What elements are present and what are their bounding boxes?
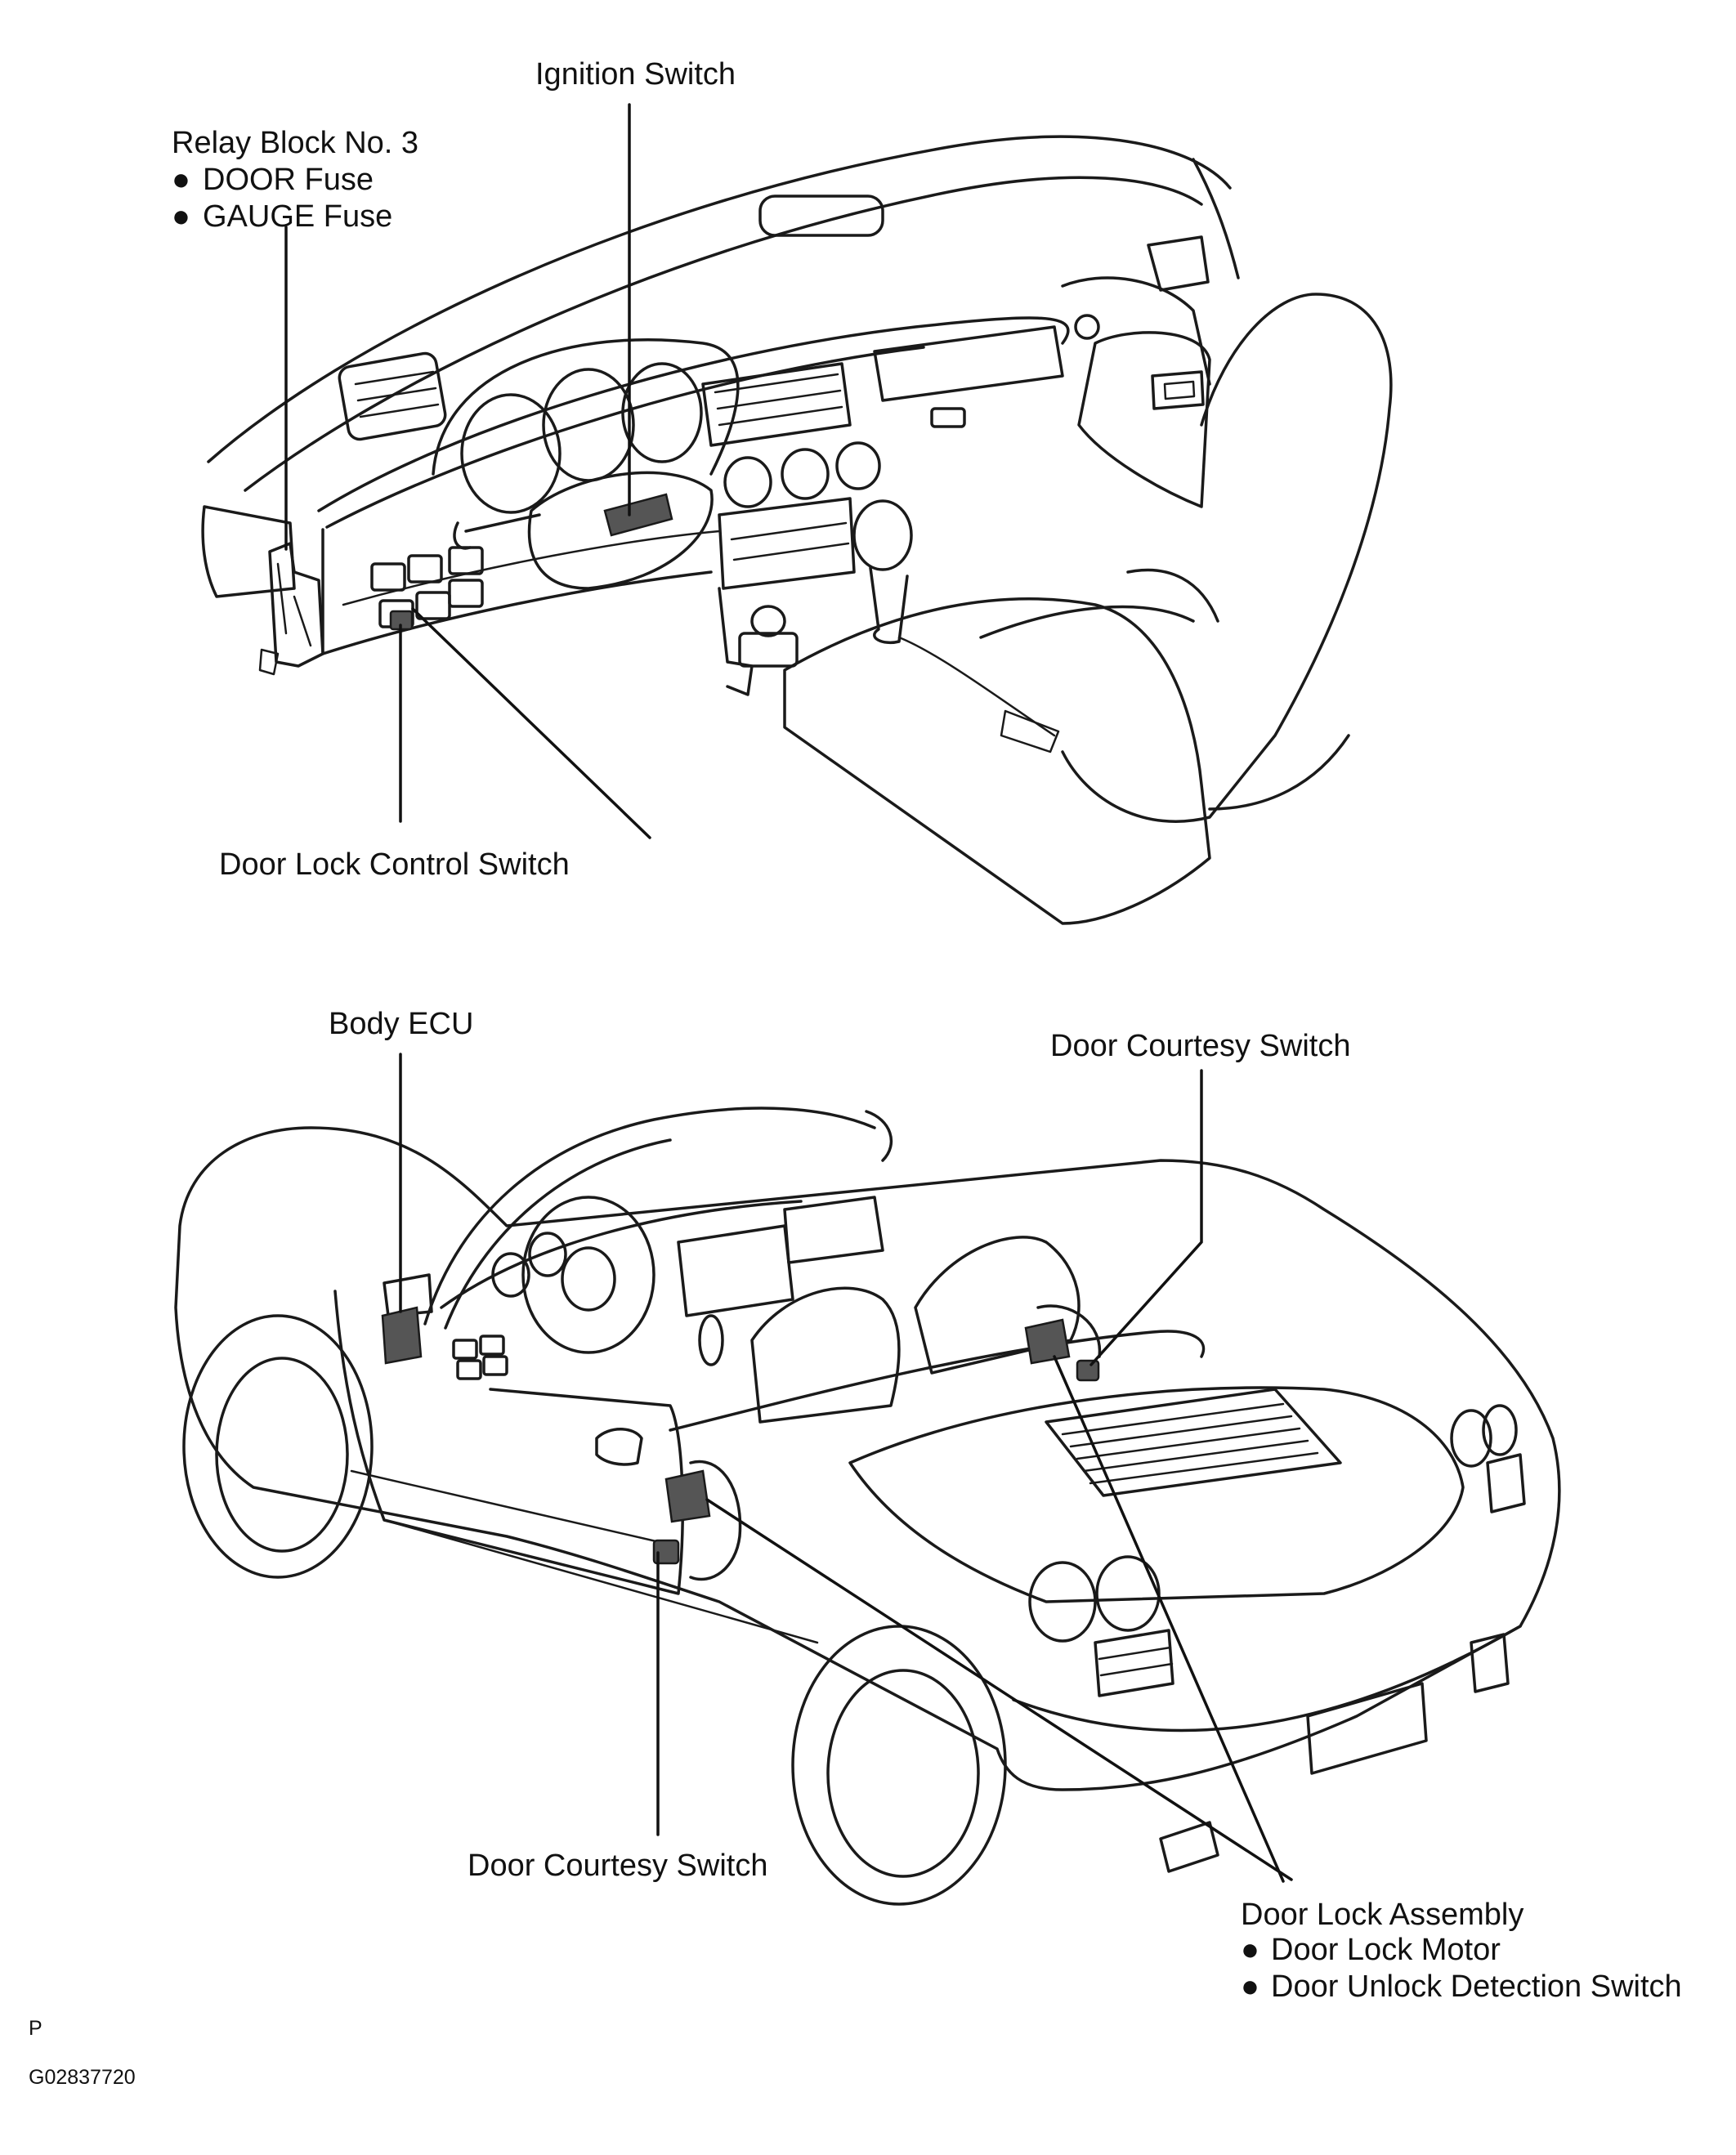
label-relay-block: Relay Block No. 3 ● DOOR Fuse ● GAUGE Fu…	[172, 126, 418, 234]
relay-block-item-door-fuse: DOOR Fuse	[203, 163, 374, 197]
leader-door-lock-assembly-rear	[1053, 1355, 1285, 1883]
label-ignition-switch: Ignition Switch	[535, 57, 736, 92]
leader-lines	[284, 103, 1293, 1883]
leader-door-courtesy-switch-rear	[1089, 1069, 1203, 1366]
label-door-courtesy-switch-rear: Door Courtesy Switch	[1050, 1029, 1350, 1063]
door-lock-assembly-item-motor: Door Lock Motor	[1271, 1933, 1501, 1967]
footer-letter: P	[29, 2017, 43, 2040]
label-door-lock-control-switch: Door Lock Control Switch	[219, 847, 570, 882]
label-body-ecu: Body ECU	[329, 1007, 473, 1041]
relay-block-title: Relay Block No. 3	[172, 126, 418, 160]
relay-block-bullet-1: ●	[172, 163, 190, 197]
door-lock-assembly-title: Door Lock Assembly	[1241, 1898, 1523, 1932]
vehicle-view-illustration	[174, 1107, 1561, 1906]
label-door-lock-assembly: Door Lock Assembly ● Door Lock Motor ● D…	[1241, 1898, 1682, 2004]
interior-view-illustration	[201, 135, 1393, 925]
label-door-courtesy-switch-front: Door Courtesy Switch	[468, 1849, 767, 1883]
door-lock-assembly-bullet-1: ●	[1241, 1933, 1259, 1967]
leader-door-lock-control-switch-diagonal	[411, 607, 651, 839]
door-lock-assembly-bullet-2: ●	[1241, 1969, 1259, 2004]
leader-door-lock-assembly-front	[705, 1498, 1293, 1881]
relay-block-item-gauge-fuse: GAUGE Fuse	[203, 199, 392, 234]
relay-block-bullet-2: ●	[172, 199, 190, 234]
footer-figure-code: G02837720	[29, 2066, 136, 2089]
door-lock-assembly-item-unlock-detection-switch: Door Unlock Detection Switch	[1271, 1969, 1682, 2004]
